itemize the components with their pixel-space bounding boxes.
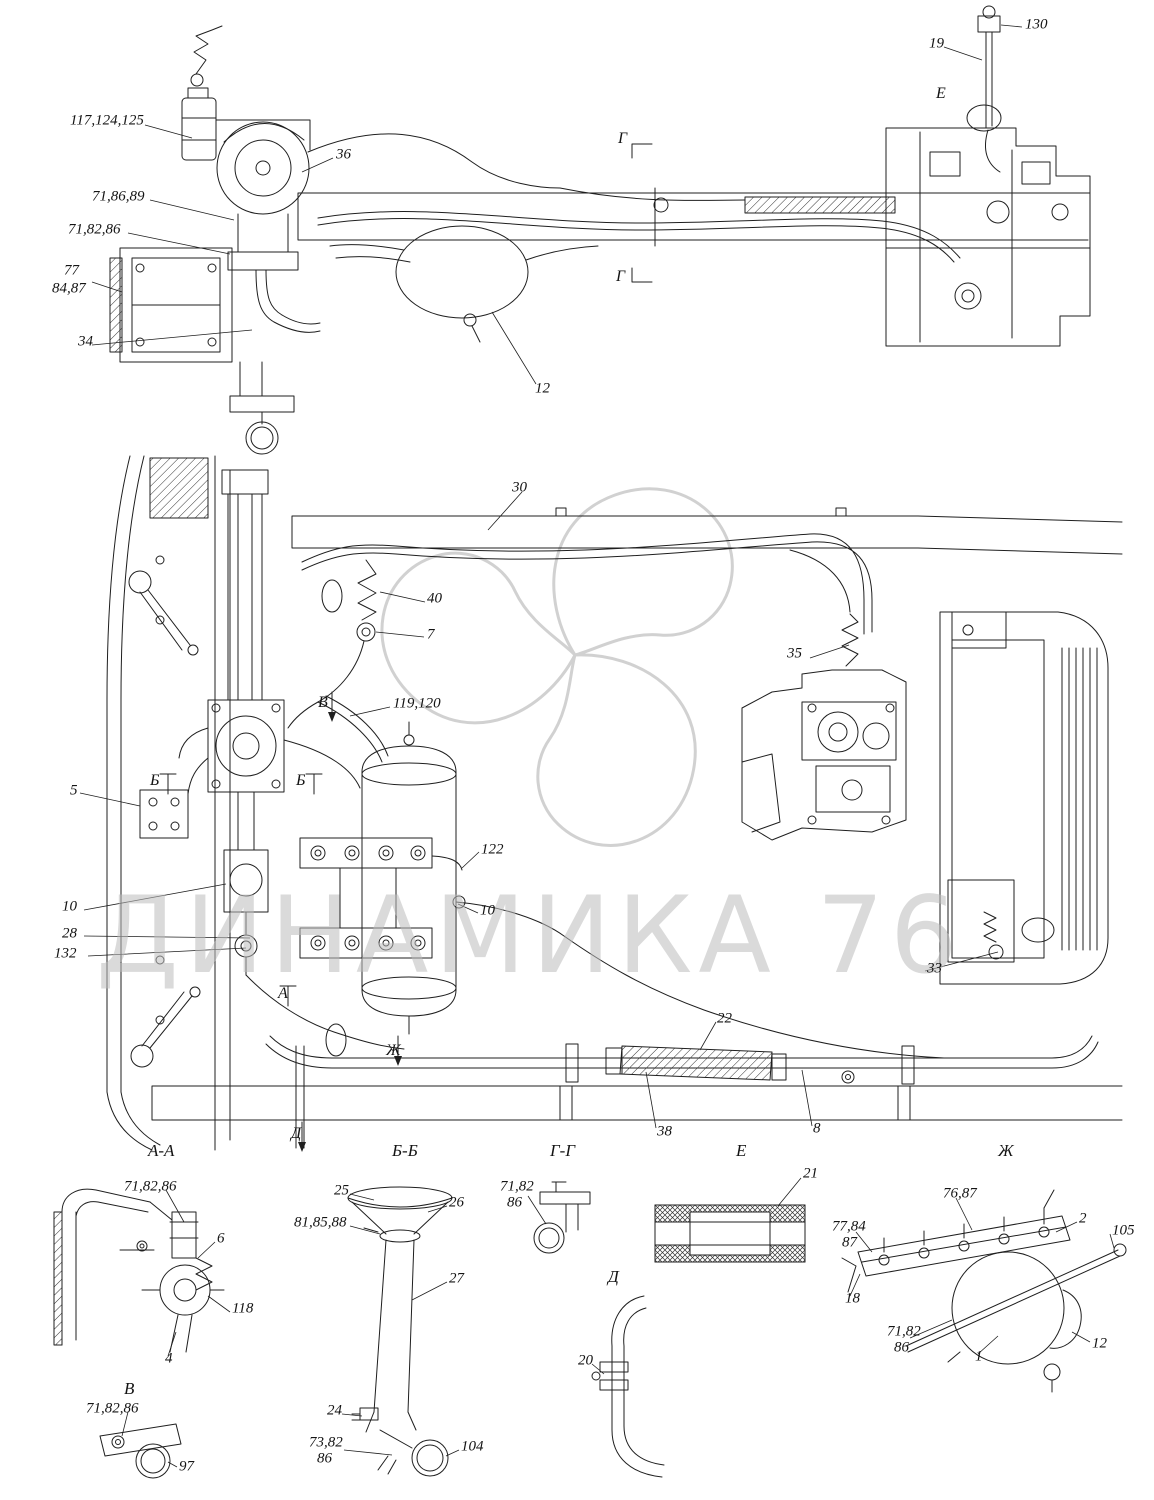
side-view-drawing: [109, 5, 1091, 455]
callout-label: Б: [296, 772, 306, 789]
callout-label: 71,82: [887, 1323, 921, 1340]
callout-label: 71,82,86: [124, 1178, 177, 1195]
callout-label: 35: [787, 645, 802, 662]
callout-label: 10: [480, 902, 495, 919]
section-header-label: А-А: [148, 1141, 175, 1160]
callout-label: 97: [179, 1458, 194, 1475]
detail-d-drawing: [591, 1295, 665, 1478]
callout-label: 5: [70, 782, 78, 799]
detail-b-b-drawing: [347, 1186, 453, 1477]
callout-label: 7: [427, 626, 435, 643]
callout-label: 132: [54, 945, 77, 962]
callout-label: 104: [461, 1438, 484, 1455]
callout-label: А: [278, 985, 288, 1002]
callout-label: В: [318, 694, 328, 711]
callout-label: 87: [842, 1234, 857, 1251]
callout-label: 71,86,89: [92, 188, 145, 205]
callout-label: 36: [336, 146, 351, 163]
callout-label: 71,82: [500, 1178, 534, 1195]
callout-label: 19: [929, 35, 944, 52]
detail-v-drawing: [99, 1423, 182, 1479]
callout-label: 118: [232, 1300, 254, 1317]
callout-label: 27: [449, 1270, 464, 1287]
leader-lines: [79, 24, 1115, 1468]
callout-label: 86: [317, 1450, 332, 1467]
callout-label: Г: [618, 130, 628, 147]
callout-label: 18: [845, 1290, 860, 1307]
section-header-label: Д: [608, 1267, 619, 1286]
callout-label: 73,82: [309, 1434, 343, 1451]
callout-label: 86: [507, 1194, 522, 1211]
callout-label: 71,82,86: [68, 221, 121, 238]
callout-label: 2: [1079, 1210, 1087, 1227]
callout-label: 38: [657, 1123, 672, 1140]
callout-label: 10: [62, 898, 77, 915]
callout-label: 21: [803, 1165, 818, 1182]
section-header-label: Ж: [998, 1141, 1014, 1160]
callout-label: 117,124,125: [70, 112, 144, 129]
callout-label: 77,84: [832, 1218, 866, 1235]
callout-label: 25: [334, 1182, 349, 1199]
callout-label: 12: [1092, 1335, 1107, 1352]
callout-label: 86: [894, 1339, 909, 1356]
callout-label: 84,87: [52, 280, 86, 297]
callout-label: 28: [62, 925, 77, 942]
callout-label: 71,82,86: [86, 1400, 139, 1417]
callout-label: 34: [78, 333, 93, 350]
callout-label: 40: [427, 590, 442, 607]
callout-label: Б: [150, 772, 160, 789]
callout-label: 8: [813, 1120, 821, 1137]
callout-label: 26: [449, 1194, 464, 1211]
callout-label: 24: [327, 1402, 342, 1419]
callout-label: 81,85,88: [294, 1214, 347, 1231]
callout-label: 12: [535, 380, 550, 397]
callout-label: Е: [936, 85, 946, 102]
section-header-label: В: [124, 1379, 135, 1398]
callout-label: 4: [165, 1350, 173, 1367]
detail-zh-drawing: [841, 1189, 1127, 1393]
callout-label: Ж: [386, 1042, 401, 1059]
callout-label: 1: [975, 1348, 983, 1365]
detail-e-drawing: [654, 1204, 806, 1263]
plan-view-drawing: [106, 455, 1123, 1152]
watermark-text: ДИНАМИКА 76: [96, 874, 964, 997]
callout-label: Г: [616, 268, 626, 285]
detail-g-g-drawing: [533, 1181, 591, 1254]
callout-label: Д: [291, 1125, 302, 1142]
section-header-label: Б-Б: [392, 1141, 418, 1160]
callout-label: 105: [1112, 1222, 1135, 1239]
callout-label: 77: [64, 262, 79, 279]
section-header-label: Г-Г: [550, 1141, 576, 1160]
section-header-label: Е: [736, 1141, 747, 1160]
callout-label: 6: [217, 1230, 225, 1247]
detail-a-a-drawing: [53, 1188, 225, 1353]
callout-label: 22: [717, 1010, 732, 1027]
callout-label: 122: [481, 841, 504, 858]
callout-label: 119,120: [393, 695, 441, 712]
callout-label: 30: [512, 479, 527, 496]
callout-label: 76,87: [943, 1185, 977, 1202]
callout-label: 33: [927, 960, 942, 977]
callout-label: 130: [1025, 16, 1048, 33]
callout-label: 20: [578, 1352, 593, 1369]
